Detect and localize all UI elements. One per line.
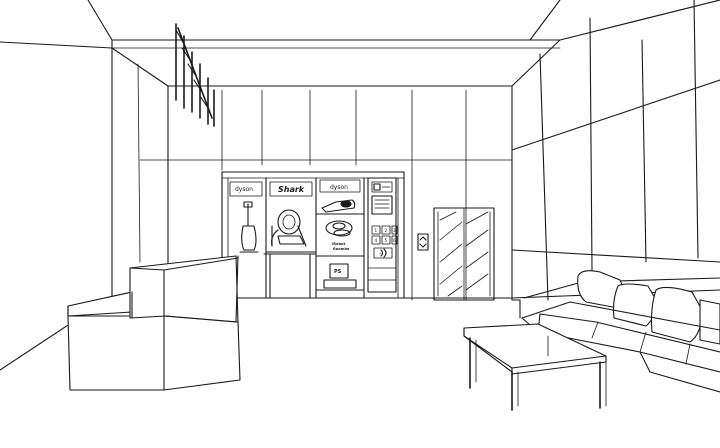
dyson-right-compartment: dyson iRobot Roomba PS — [315, 179, 365, 291]
key-label-5: 5 — [385, 238, 388, 243]
shark-compartment: Shark — [265, 181, 317, 253]
key-3[interactable] — [391, 225, 398, 235]
sofa — [519, 270, 720, 393]
display-pedestal — [263, 253, 317, 299]
coffee-table — [463, 323, 607, 411]
brand-label-dyson-left: dyson — [235, 186, 253, 193]
cabinet-control-panel: 1 2 3 4 5 6 — [367, 177, 398, 293]
key-5[interactable] — [381, 235, 391, 245]
key-label-4: 4 — [375, 238, 378, 243]
brand-label-irobot: iRobot — [332, 242, 346, 246]
brand-label-shark: Shark — [278, 185, 305, 194]
key-1[interactable] — [371, 225, 381, 235]
key-label-2: 2 — [385, 228, 388, 233]
key-label-6: 6 — [393, 238, 396, 243]
key-2[interactable] — [381, 225, 391, 235]
playstation-logo-icon: PS — [334, 269, 342, 275]
brand-label-dyson-right: dyson — [330, 184, 348, 191]
wireless-icon — [379, 248, 387, 258]
chevron-down-icon — [419, 243, 427, 248]
elevator — [417, 207, 495, 301]
brand-label-roomba: Roomba — [333, 247, 350, 251]
keypad: 1 2 3 4 5 6 — [371, 225, 398, 245]
key-label-3: 3 — [393, 228, 396, 233]
pendant-light — [175, 23, 215, 127]
display-cabinet: dyson Shark dyson — [221, 171, 405, 299]
key-6[interactable] — [391, 235, 398, 245]
key-label-1: 1 — [375, 228, 378, 233]
dyson-left-compartment: dyson — [229, 181, 263, 253]
reception-desk — [67, 255, 241, 391]
key-4[interactable] — [371, 235, 381, 245]
elevator-call-button[interactable] — [417, 233, 429, 251]
chevron-up-icon — [419, 236, 427, 241]
